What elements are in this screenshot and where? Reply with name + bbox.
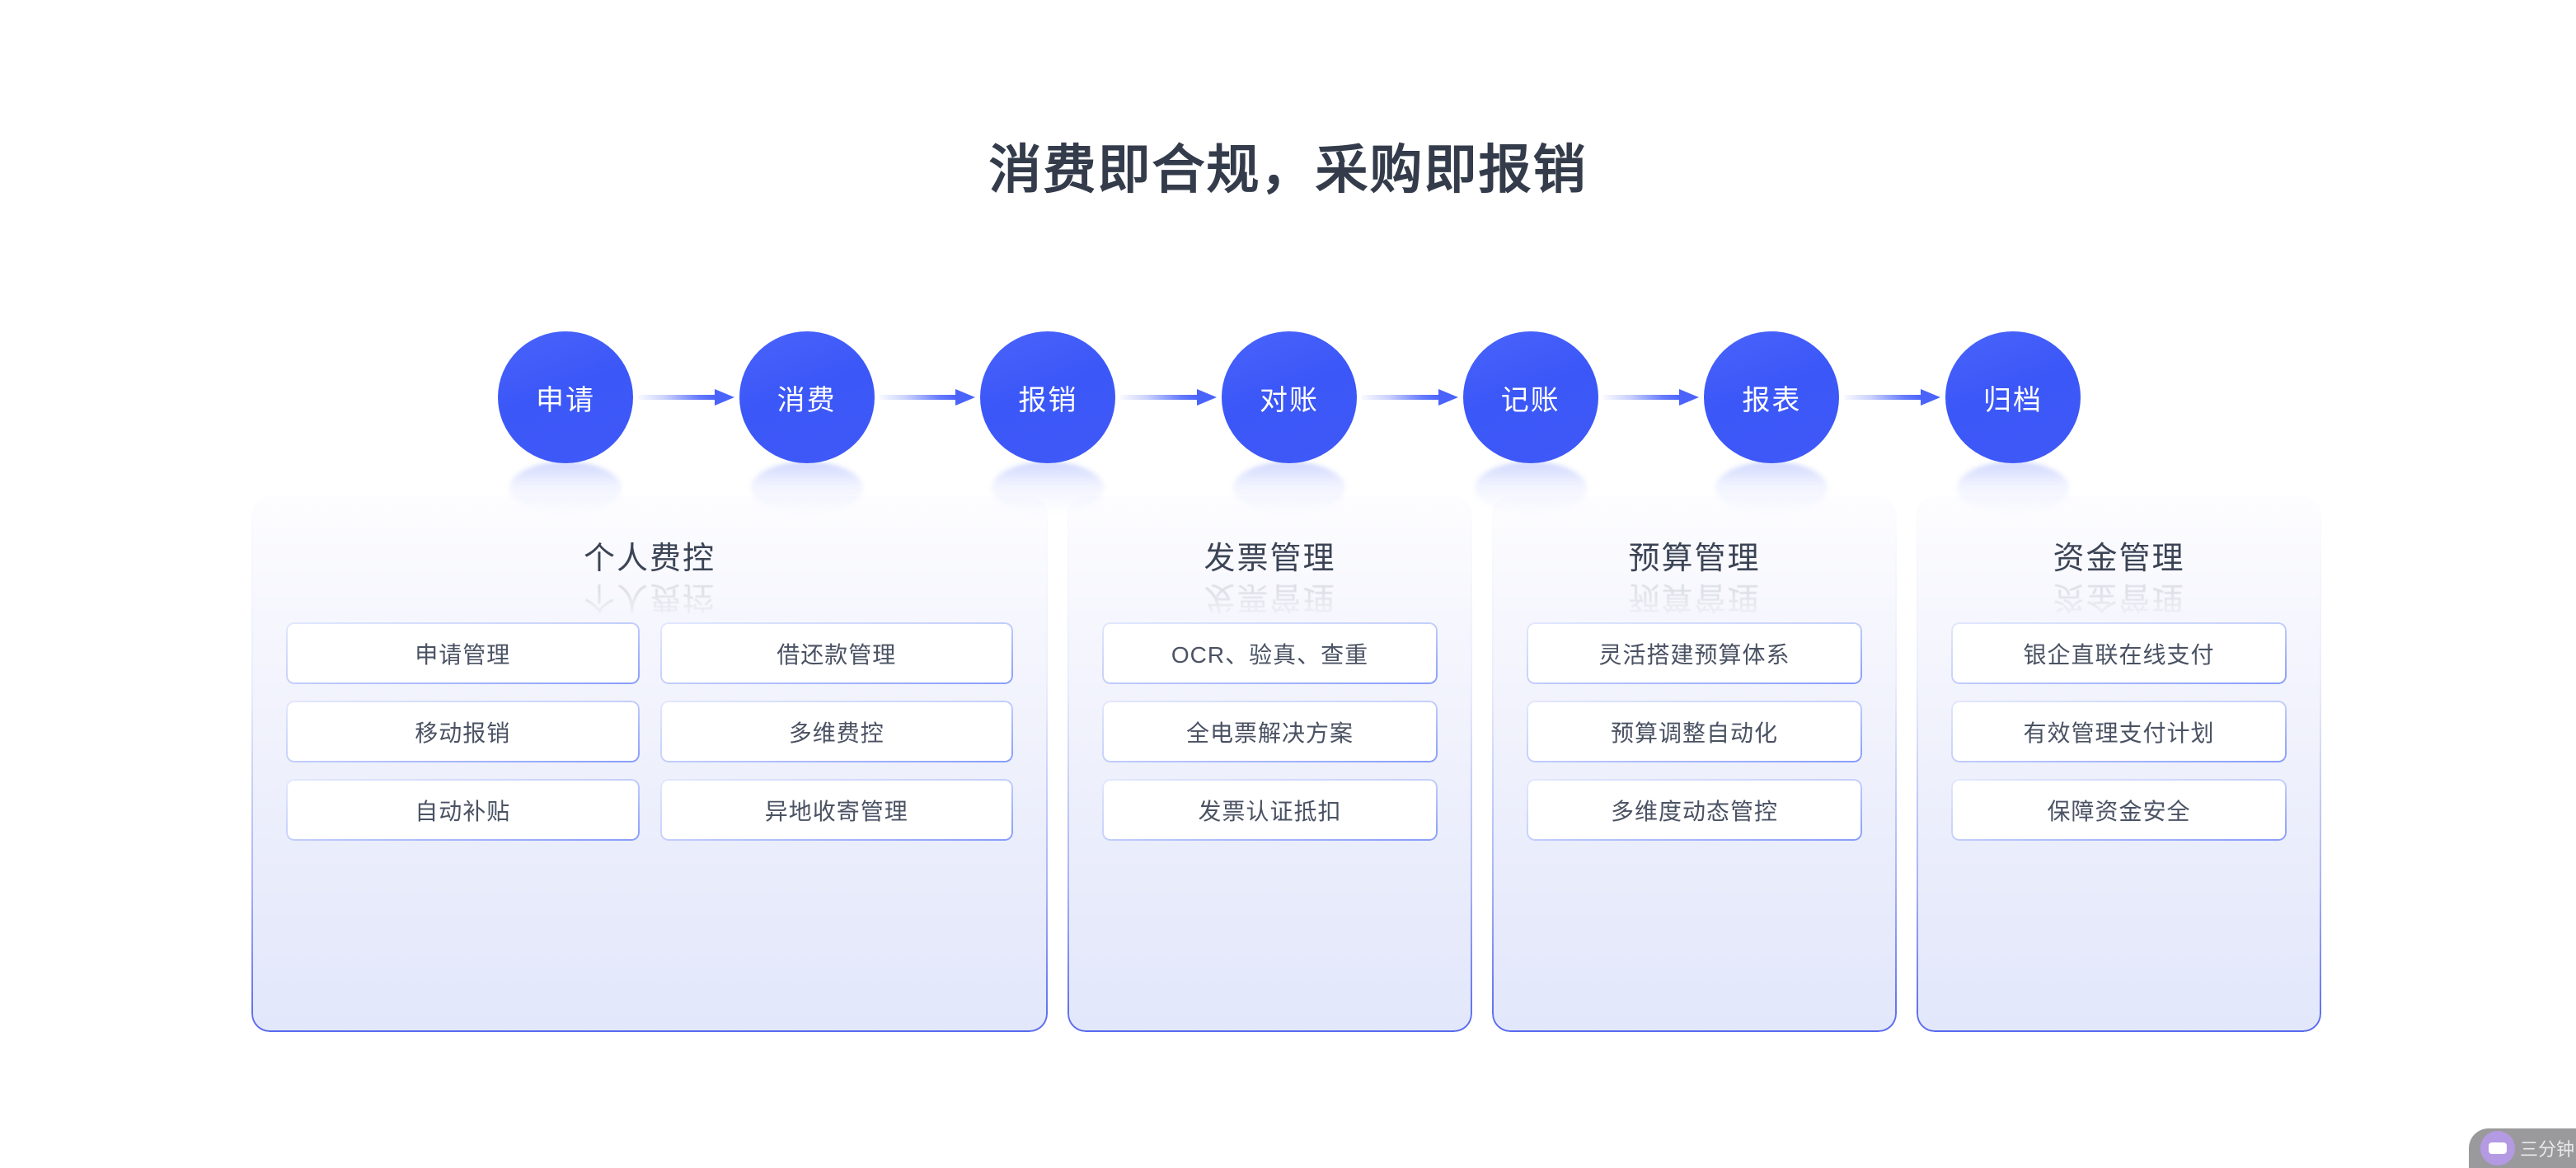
flow-node-circle: 归档 [1945,331,2081,463]
feature-pill[interactable]: 有效管理支付计划 [1951,701,2287,762]
flow-node-circle: 申请 [498,331,633,463]
feature-pill-label: 灵活搭建预算体系 [1598,641,1790,668]
arrow-head-icon [1438,389,1458,406]
panel-title: 资金管理资金管理 [1951,532,2287,614]
feature-pill[interactable]: 灵活搭建预算体系 [1527,622,1862,684]
panel-item-grid: OCR、验真、查重全电票解决方案发票认证抵扣 [1102,622,1438,1002]
feature-pill[interactable]: 申请管理 [286,622,640,684]
panel-title: 个人费控个人费控 [286,532,1013,614]
flow-node-circle: 报销 [980,331,1116,463]
feature-pill[interactable]: 全电票解决方案 [1102,701,1438,762]
feature-pill[interactable]: 银企直联在线支付 [1951,622,2287,684]
panel-title-reflection: 个人费控 [583,579,716,614]
panel-item-grid: 银企直联在线支付有效管理支付计划保障资金安全 [1951,622,2287,1002]
feature-pill[interactable]: 发票认证抵扣 [1102,779,1438,841]
feature-pill[interactable]: 多维度动态管控 [1527,779,1862,841]
arrow-shaft [879,395,958,400]
flow-node-2[interactable]: 消费 [739,331,875,514]
feature-pill-label: 发票认证抵扣 [1198,798,1342,824]
arrow-head-icon [1679,389,1700,406]
panel-item-grid: 申请管理 借还款管理移动报销 多维费控自动补贴 异地收寄管理 [286,622,1013,1002]
arrow-head-icon [714,389,734,406]
feature-pill-label: 异地收寄管理 [764,798,908,824]
feature-pill[interactable]: 异地收寄管理 [659,779,1013,841]
corner-chat-widget[interactable]: 三分钟 [2469,1128,2576,1168]
flow-node-label: 归档 [1983,384,2043,416]
arrow-shaft [1362,395,1440,400]
panel-title: 发票管理发票管理 [1102,532,1438,614]
flow-node-label: 记账 [1500,384,1560,416]
feature-pill-label: 预算调整自动化 [1610,720,1778,746]
panel-3: 预算管理预算管理灵活搭建预算体系预算调整自动化多维度动态管控 [1492,496,1897,1032]
flow-arrow-5 [1602,389,1700,406]
feature-pill-label: 保障资金安全 [2047,798,2191,824]
feature-panels: 个人费控个人费控申请管理借还款管理移动报销多维费控自动补贴异地收寄管理发票管理发… [251,496,2325,1032]
flow-node-5[interactable]: 记账 [1462,331,1598,514]
flow-node-label: 对账 [1260,384,1320,416]
feature-pill-label: 自动补贴 [415,798,511,824]
feature-pill[interactable]: 借还款管理 [659,622,1013,684]
feature-pill-label: 借还款管理 [777,641,897,668]
flow-node-circle: 对账 [1222,331,1358,463]
panel-title-text: 预算管理 [1628,542,1761,576]
arrow-head-icon [1197,389,1218,406]
feature-pill[interactable]: 预算调整自动化 [1527,701,1862,762]
flow-node-4[interactable]: 对账 [1222,331,1358,514]
panel-title-reflection: 发票管理 [1204,579,1336,614]
panel-title-text: 资金管理 [2053,542,2185,576]
feature-pill-label: 多维度动态管控 [1610,798,1778,824]
feature-pill-label: 全电票解决方案 [1185,720,1354,746]
flow-node-label: 报销 [1018,384,1078,416]
feature-pill[interactable]: 移动报销 [286,701,640,762]
arrow-shaft [1602,395,1682,400]
panel-title-text: 发票管理 [1204,542,1336,576]
process-flow: 申请 消费 报销 对账 记账 报表 归档 [498,331,2081,514]
feature-pill[interactable]: 保障资金安全 [1951,779,2287,841]
panel-4: 资金管理资金管理银企直联在线支付有效管理支付计划保障资金安全 [1917,496,2321,1032]
flow-node-circle: 记账 [1462,331,1598,463]
feature-pill-label: 有效管理支付计划 [2023,720,2215,746]
flow-arrow-2 [879,389,976,406]
flow-node-6[interactable]: 报表 [1704,331,1840,514]
page-title: 消费即合规，采购即报销 [988,140,1588,199]
chat-bubble-icon [2480,1131,2515,1166]
arrow-shaft [1120,395,1199,400]
feature-pill-label: 移动报销 [415,720,511,746]
flow-node-7[interactable]: 归档 [1945,331,2081,514]
feature-pill-label: OCR、验真、查重 [1171,641,1369,668]
feature-pill-label: 银企直联在线支付 [2023,641,2215,668]
feature-pill[interactable]: OCR、验真、查重 [1102,622,1438,684]
flow-arrow-4 [1362,389,1458,406]
flow-node-1[interactable]: 申请 [498,331,633,514]
panel-title-reflection: 预算管理 [1628,579,1761,614]
panel-item-grid: 灵活搭建预算体系预算调整自动化多维度动态管控 [1527,622,1862,1002]
arrow-head-icon [1921,389,1941,406]
flow-node-label: 申请 [536,384,595,416]
flow-arrow-3 [1120,389,1218,406]
flow-arrow-1 [638,389,734,406]
panel-title: 预算管理预算管理 [1527,532,1862,614]
flow-node-circle: 消费 [739,331,875,463]
flow-node-3[interactable]: 报销 [980,331,1116,514]
arrow-shaft [638,395,716,400]
flow-node-circle: 报表 [1704,331,1840,463]
feature-pill[interactable]: 自动补贴 [286,779,640,841]
panel-title-reflection: 资金管理 [2053,579,2185,614]
corner-widget-label: 三分钟 [2520,1139,2575,1160]
feature-pill-label: 申请管理 [415,641,511,668]
feature-pill[interactable]: 多维费控 [659,701,1013,762]
flow-arrow-6 [1844,389,1941,406]
panel-title-text: 个人费控 [583,542,716,576]
panel-1: 个人费控个人费控申请管理 借还款管理移动报销 多维费控自动补贴 异地收寄管理 [251,496,1048,1032]
flow-node-label: 消费 [777,384,837,416]
feature-pill-label: 多维费控 [788,720,884,746]
arrow-head-icon [955,389,976,406]
flow-node-label: 报表 [1742,384,1802,416]
arrow-shaft [1844,395,1923,400]
